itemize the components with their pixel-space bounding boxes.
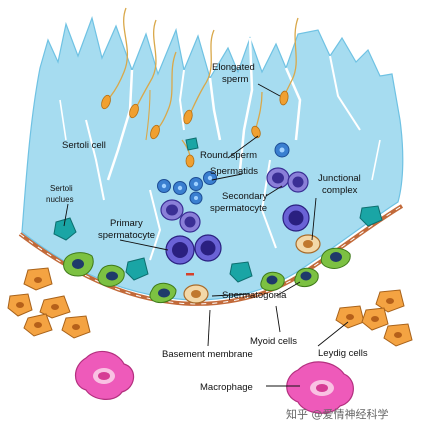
spermatogonium <box>320 247 351 269</box>
leydig-cell <box>61 315 91 339</box>
label-junctional-line2: complex <box>322 185 358 196</box>
leydig-cell <box>383 323 413 347</box>
spermatogonium-highlighted <box>295 234 321 254</box>
elongated-sperm <box>145 89 151 141</box>
label-secondary-line2: spermatocyte <box>210 203 267 214</box>
label-round-sperm: Round sperm <box>200 150 257 161</box>
leydig-cell <box>7 293 33 317</box>
elongated-sperm <box>101 7 129 110</box>
leydig-cells <box>7 267 413 347</box>
spermatogonium <box>63 252 94 277</box>
macrophages <box>74 350 354 414</box>
label-macrophage: Macrophage <box>200 382 253 393</box>
sertoli-nucleus <box>125 257 149 281</box>
elongated-sperm <box>150 51 177 140</box>
label-sertoli-nuclues-line2: nuclues <box>46 195 74 204</box>
spermatogonium <box>294 267 319 287</box>
labels: Elongated sperm Sertoli cell Round sperm… <box>46 62 389 421</box>
label-primary-line2: spermatocyte <box>98 230 155 241</box>
spermatogonium <box>97 264 125 287</box>
elongated-sperm <box>251 91 263 139</box>
label-leydig-cells: Leydig cells <box>318 348 368 359</box>
label-spermatogonia: Spermatogonia <box>222 290 287 301</box>
leydig-cell <box>23 313 53 337</box>
spermatogonium <box>260 271 285 291</box>
secondary-spermatocytes <box>160 167 309 233</box>
sertoli-nucleus <box>53 217 77 241</box>
label-myoid-cells: Myoid cells <box>250 336 297 347</box>
macrophage <box>286 361 354 414</box>
leader-lines <box>63 83 349 387</box>
leydig-cell <box>375 289 405 313</box>
elongated-sperm <box>183 29 215 125</box>
label-secondary-line1: Secondary <box>222 191 268 202</box>
sertoli-nucleus <box>359 205 383 227</box>
primary-spermatocytes <box>165 204 310 265</box>
sertoli-nuclei <box>53 137 383 283</box>
spermatogonium <box>149 282 177 303</box>
label-elongated-sperm-line1: Elongated <box>212 62 255 73</box>
leydig-cell <box>39 295 71 319</box>
leydig-cell <box>335 305 365 329</box>
elongated-sperm <box>129 19 157 119</box>
label-sertoli-cell: Sertoli cell <box>62 140 106 151</box>
leydig-cell <box>361 307 389 331</box>
spermatogonia-group <box>63 234 351 304</box>
label-elongated-sperm-line2: sperm <box>222 74 248 85</box>
basement-membrane <box>18 204 404 306</box>
spermatids-group <box>157 142 290 205</box>
label-primary-line1: Primary <box>110 218 143 229</box>
sertoli-nucleus <box>185 137 199 151</box>
elongated-sperm <box>181 139 195 168</box>
spermatogonium-highlighted <box>183 284 209 304</box>
label-sertoli-nuclues-line1: Sertoli <box>50 184 73 193</box>
elongated-sperm-group <box>101 7 299 168</box>
label-basement-membrane: Basement membrane <box>162 349 253 360</box>
leydig-cell <box>23 267 53 291</box>
macrophage <box>74 350 135 400</box>
junction-marker <box>186 273 194 276</box>
label-junctional-line1: Junctional <box>318 173 361 184</box>
sertoli-nucleus <box>229 261 253 283</box>
sertoli-cytoplasm <box>21 15 404 301</box>
watermark: 知乎 @爱情神经科学 <box>286 407 389 421</box>
label-spermatids: Spermatids <box>210 166 258 177</box>
elongated-sperm <box>279 17 299 106</box>
